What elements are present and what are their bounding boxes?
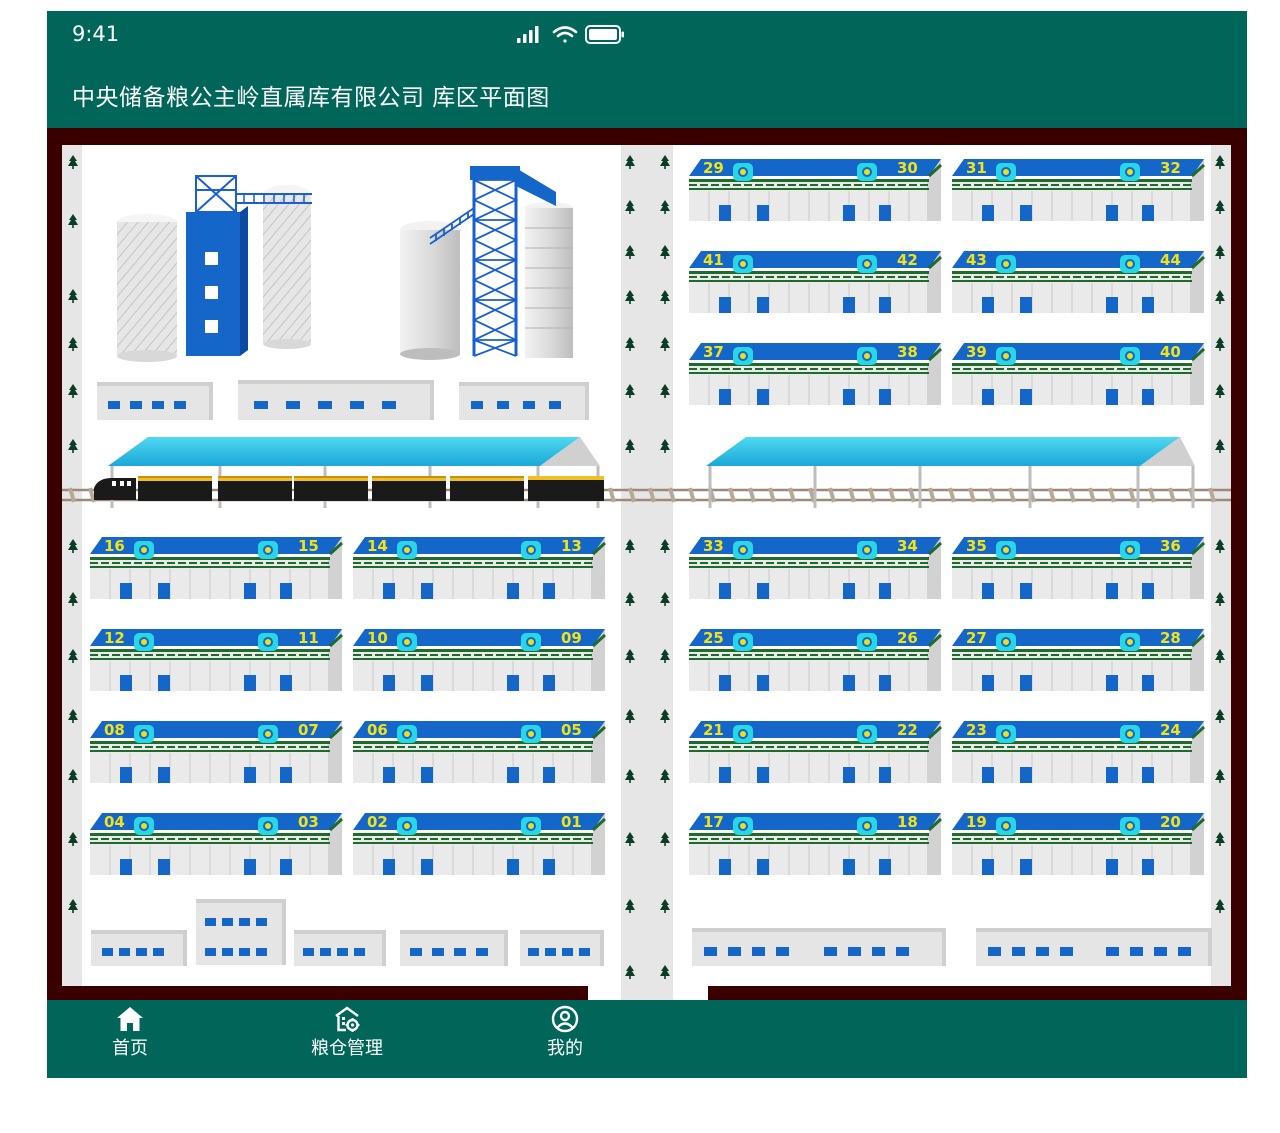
warehouse-31-32[interactable]: 31 32 <box>950 157 1206 223</box>
warehouse-number-right: 15 <box>298 537 319 555</box>
warehouse-number-right: 26 <box>897 629 918 647</box>
warehouse-number-right: 18 <box>897 813 918 831</box>
warehouse-number-right: 22 <box>897 721 918 739</box>
warehouse-number-right: 34 <box>897 537 918 555</box>
battery-icon <box>585 25 624 44</box>
warehouse-33-34[interactable]: 33 34 <box>687 535 943 601</box>
warehouse-number-left: 04 <box>104 813 125 831</box>
warehouse-08-07[interactable]: 08 07 <box>88 719 344 785</box>
warehouse-12-11[interactable]: 12 11 <box>88 627 344 693</box>
warehouse-number-left: 14 <box>367 537 388 555</box>
warehouse-number-left: 29 <box>703 159 724 177</box>
warehouse-number-left: 08 <box>104 721 125 739</box>
warehouse-number-left: 41 <box>703 251 724 269</box>
warehouse-number-left: 33 <box>703 537 724 555</box>
warehouse-number-right: 01 <box>561 813 582 831</box>
warehouse-06-05[interactable]: 06 05 <box>351 719 607 785</box>
warehouse-gear-icon <box>335 1006 360 1032</box>
railway-track <box>62 487 1231 503</box>
tab-warehouse-management[interactable]: 粮仓管理 <box>277 1000 417 1078</box>
west-road <box>62 145 82 986</box>
small-building-row-top <box>97 380 589 420</box>
app-screen: 9:41 中央储备粮公主岭直属库有限公司 库区平面图 <box>47 11 1247 1078</box>
warehouse-37-38[interactable]: 37 38 <box>687 341 943 407</box>
warehouse-number-left: 23 <box>966 721 987 739</box>
tab-home-label: 首页 <box>112 1038 148 1059</box>
warehouse-21-22[interactable]: 21 22 <box>687 719 943 785</box>
warehouse-04-03[interactable]: 04 03 <box>88 811 344 877</box>
warehouse-41-42[interactable]: 41 42 <box>687 249 943 315</box>
warehouse-number-left: 25 <box>703 629 724 647</box>
warehouse-02-01[interactable]: 02 01 <box>351 811 607 877</box>
warehouse-number-left: 19 <box>966 813 987 831</box>
warehouse-number-left: 35 <box>966 537 987 555</box>
status-time: 9:41 <box>72 22 120 46</box>
tab-home[interactable]: 首页 <box>60 1000 200 1078</box>
warehouse-number-left: 12 <box>104 629 125 647</box>
loading-canopy-west <box>108 437 600 508</box>
warehouse-number-right: 42 <box>897 251 918 269</box>
warehouse-number-right: 44 <box>1160 251 1181 269</box>
warehouse-number-right: 28 <box>1160 629 1181 647</box>
warehouse-43-44[interactable]: 43 44 <box>950 249 1206 315</box>
warehouse-number-right: 24 <box>1160 721 1181 739</box>
warehouse-number-left: 37 <box>703 343 724 361</box>
site-plan: 2930313241424344373839401615141333343536… <box>62 145 1231 1000</box>
warehouse-27-28[interactable]: 27 28 <box>950 627 1206 693</box>
user-circle-icon <box>551 1005 579 1033</box>
warehouse-number-left: 27 <box>966 629 987 647</box>
home-icon <box>117 1007 143 1031</box>
warehouse-number-right: 05 <box>561 721 582 739</box>
warehouse-number-right: 03 <box>298 813 319 831</box>
bottom-tab-bar: 首页 粮仓管理 我的 <box>47 1000 1247 1078</box>
warehouse-number-right: 13 <box>561 537 582 555</box>
tab-mine[interactable]: 我的 <box>495 1000 635 1078</box>
loading-canopy-east <box>706 437 1195 508</box>
warehouse-number-right: 07 <box>298 721 319 739</box>
status-icons <box>517 25 624 44</box>
warehouse-number-right: 09 <box>561 629 582 647</box>
warehouse-number-right: 36 <box>1160 537 1181 555</box>
warehouse-number-right: 38 <box>897 343 918 361</box>
silo-tower-1 <box>117 175 312 362</box>
tab-mine-label: 我的 <box>547 1038 583 1059</box>
warehouse-39-40[interactable]: 39 40 <box>950 341 1206 407</box>
warehouse-10-09[interactable]: 10 09 <box>351 627 607 693</box>
small-building-row-bottom <box>91 899 1212 966</box>
tab-warehouse-management-label: 粮仓管理 <box>311 1038 383 1059</box>
central-road <box>621 145 673 1000</box>
warehouse-29-30[interactable]: 29 30 <box>687 157 943 223</box>
warehouse-number-left: 16 <box>104 537 125 555</box>
app-header: 9:41 中央储备粮公主岭直属库有限公司 库区平面图 <box>47 11 1247 128</box>
grain-train <box>94 476 604 501</box>
warehouse-number-left: 02 <box>367 813 388 831</box>
warehouse-number-right: 11 <box>298 629 319 647</box>
east-road <box>1211 145 1231 986</box>
warehouse-23-24[interactable]: 23 24 <box>950 719 1206 785</box>
warehouse-number-left: 39 <box>966 343 987 361</box>
wifi-icon <box>552 26 578 43</box>
warehouse-35-36[interactable]: 35 36 <box>950 535 1206 601</box>
warehouse-number-left: 31 <box>966 159 987 177</box>
warehouse-25-26[interactable]: 25 26 <box>687 627 943 693</box>
signal-icon <box>517 26 539 43</box>
page-title: 中央储备粮公主岭直属库有限公司 库区平面图 <box>72 85 550 111</box>
warehouse-number-right: 30 <box>897 159 918 177</box>
warehouse-number-right: 20 <box>1160 813 1181 831</box>
warehouse-number-left: 17 <box>703 813 724 831</box>
warehouse-number-left: 21 <box>703 721 724 739</box>
warehouse-number-left: 43 <box>966 251 987 269</box>
warehouse-14-13[interactable]: 14 13 <box>351 535 607 601</box>
warehouse-number-left: 06 <box>367 721 388 739</box>
warehouse-number-left: 10 <box>367 629 388 647</box>
silo-tower-2 <box>400 166 573 360</box>
warehouse-number-right: 40 <box>1160 343 1181 361</box>
warehouse-number-right: 32 <box>1160 159 1181 177</box>
